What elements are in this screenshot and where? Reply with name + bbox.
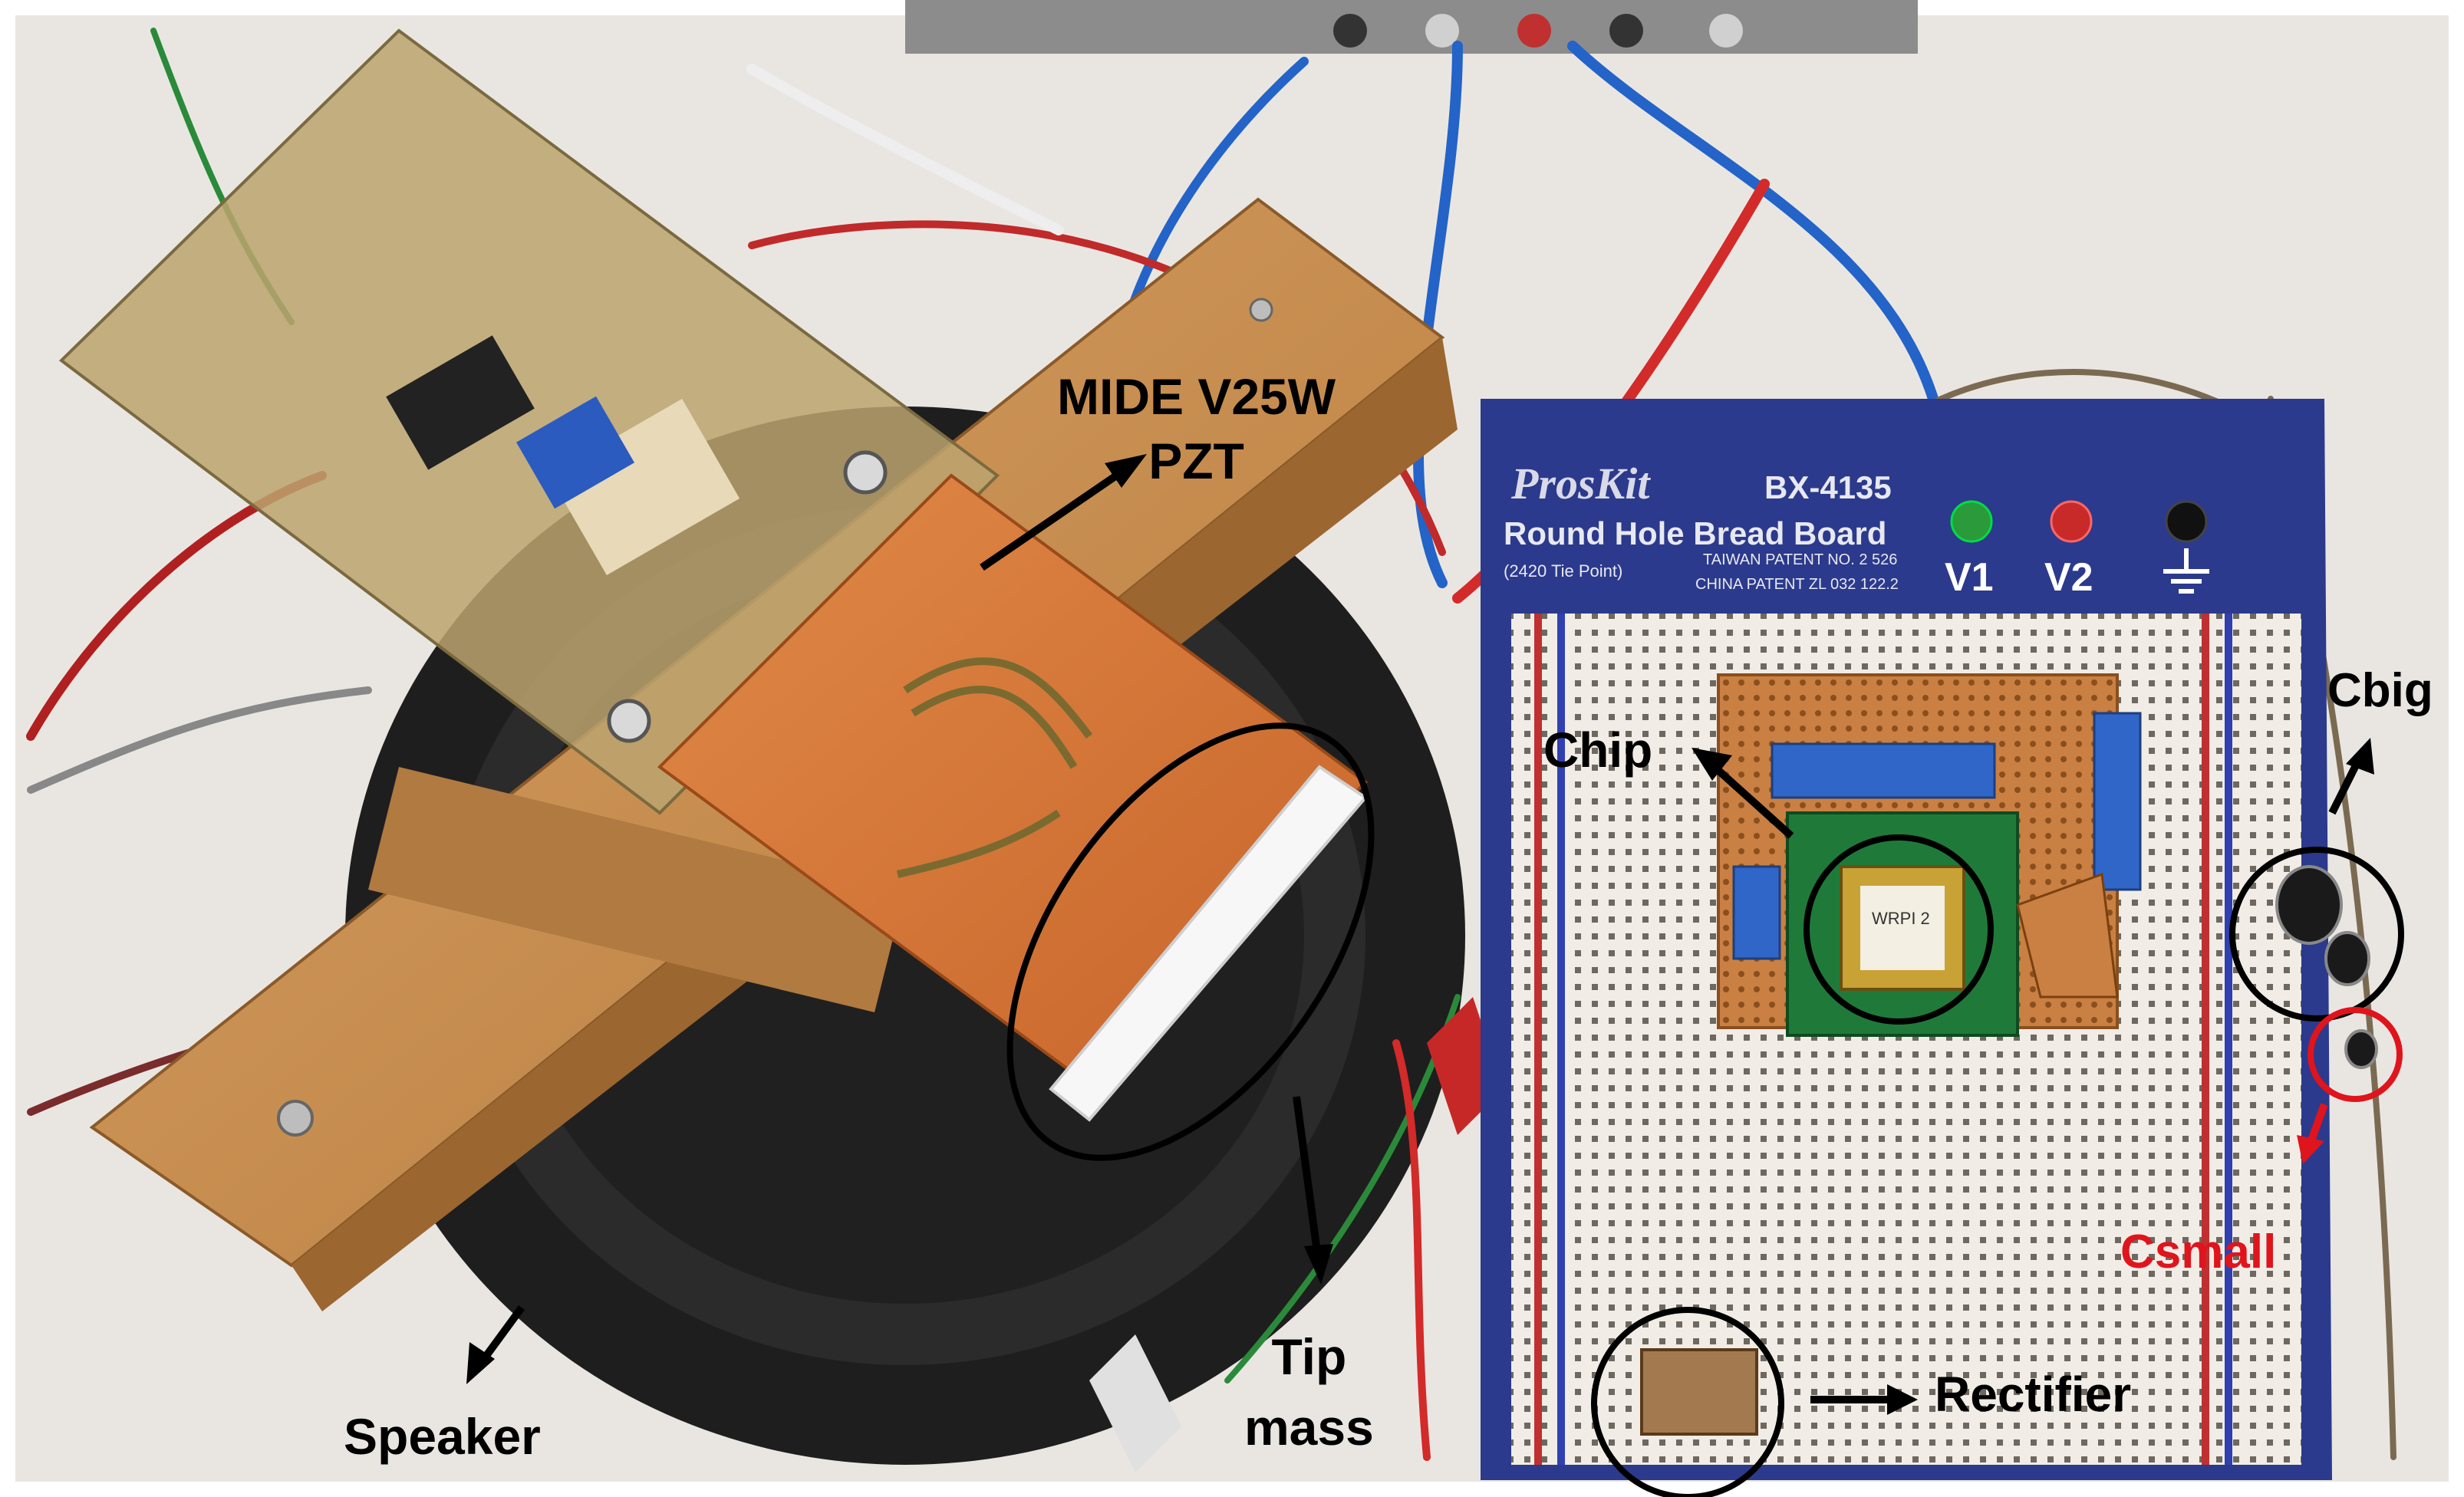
annotation-arrows	[466, 454, 2374, 1415]
rectifier-label: Rectifier	[1935, 1367, 2132, 1422]
tip-mass-arrow	[1293, 1096, 1322, 1258]
pzt-harvester	[657, 473, 1369, 1122]
tip-mass-annotation-circle	[1006, 722, 1375, 1161]
capacitors	[2275, 865, 2378, 1069]
pzt-arrow	[980, 464, 1130, 571]
breadboard-title: Round Hole Bread Board	[1504, 515, 1886, 551]
tip-label-line1: Tip	[1271, 1328, 1347, 1385]
csmall-arrow	[2307, 1103, 2328, 1144]
rectifier-component	[1640, 1348, 1758, 1436]
screw	[277, 1100, 314, 1137]
csmall-label: Csmall	[2120, 1226, 2277, 1278]
annotation-shapes	[1006, 722, 2404, 1497]
cbig-arrow	[2328, 757, 2363, 815]
pzt-label-line2: PZT	[1148, 433, 1244, 489]
ground-icon	[2163, 548, 2209, 594]
pzt-label-line1: MIDE V25W	[1057, 368, 1336, 425]
perfboard: WRPI 2	[1717, 673, 2142, 1037]
tip-mass-label: Tip mass	[1244, 1331, 1374, 1453]
power-supply-terminals	[905, 0, 1918, 54]
breadboard-patent-cn: CHINA PATENT ZL 032 122.2	[1695, 576, 1899, 593]
chip-marking: WRPI 2	[1872, 909, 1930, 928]
clamp-plate	[58, 28, 1000, 815]
breadboard-model: BX-4135	[1764, 469, 1892, 505]
cbig-annotation-circle	[2229, 847, 2404, 1022]
v1-label: V1	[1945, 555, 1994, 600]
v1-terminal	[1950, 500, 1993, 543]
breadboard-brand: ProsKit	[1510, 459, 1651, 508]
tip-label-line2: mass	[1244, 1399, 1374, 1456]
speaker-label: Speaker	[344, 1408, 541, 1465]
chip-arrow	[1711, 764, 1794, 839]
breadboard-patent-tw: TAIWAN PATENT NO. 2 526	[1703, 551, 1897, 568]
cbig-label: Cbig	[2327, 664, 2433, 717]
screw	[1249, 298, 1273, 322]
chip-label: Chip	[1543, 722, 1653, 778]
csmall-annotation-circle	[2308, 1007, 2403, 1102]
breadboard-tie-points: (2420 Tie Point)	[1504, 561, 1622, 581]
terminal-block	[2093, 712, 2142, 891]
rectifier-annotation-circle	[1591, 1307, 1784, 1497]
terminal-block	[1732, 865, 1781, 960]
v2-label: V2	[2044, 555, 2093, 600]
terminal-block	[1771, 742, 1996, 799]
chip-annotation-circle	[1804, 834, 1994, 1025]
pzt-label: MIDE V25W PZT	[1057, 371, 1336, 486]
v2-terminal	[2050, 500, 2093, 543]
ground-terminal	[2165, 500, 2208, 543]
